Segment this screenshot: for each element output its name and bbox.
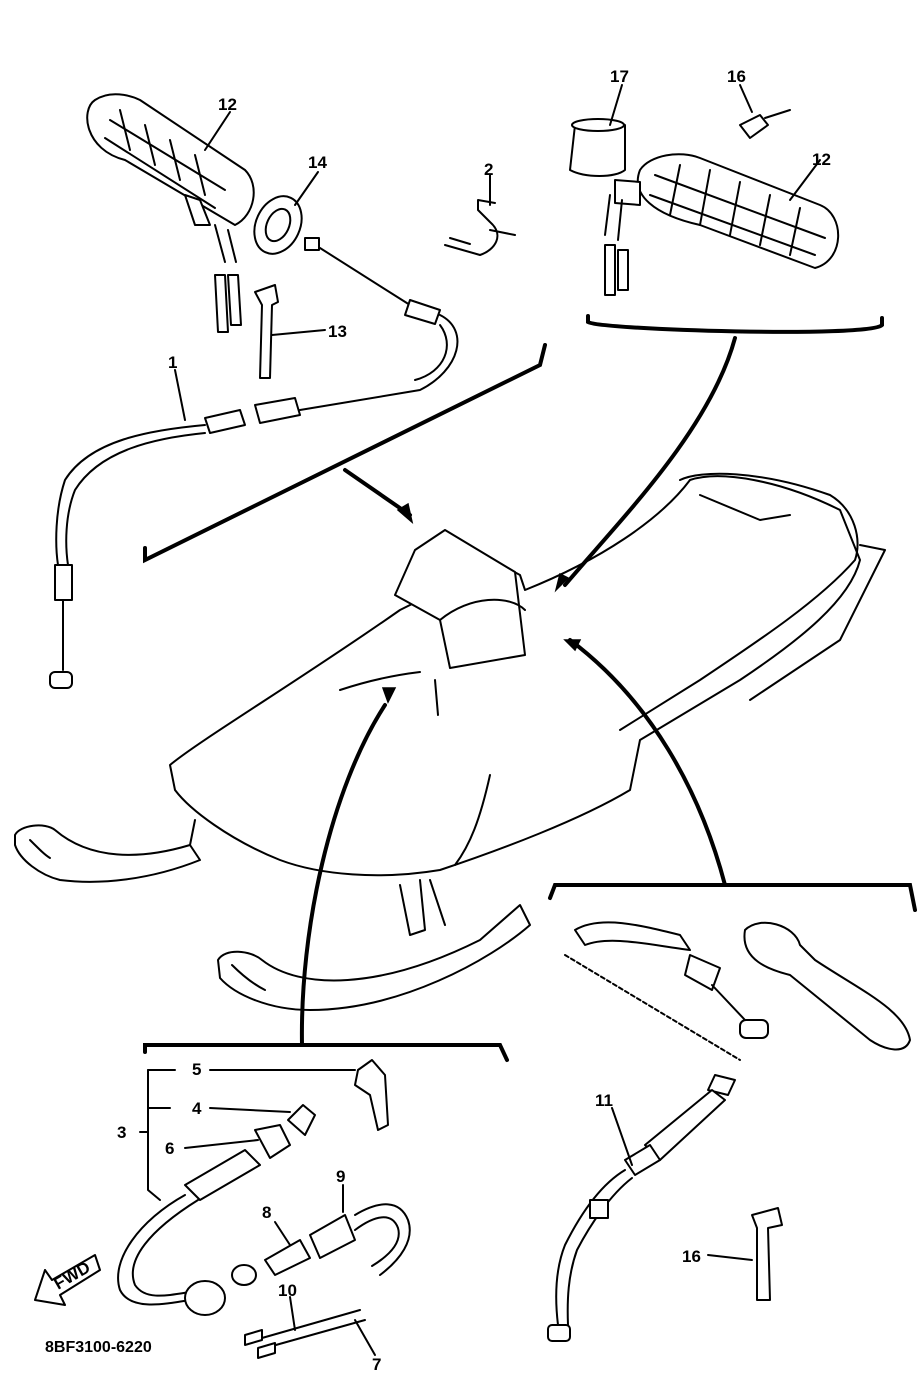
drawing-code: 8BF3100-6220 xyxy=(45,1339,152,1356)
callout-9: 9 xyxy=(336,1167,345,1186)
callout-6: 6 xyxy=(165,1139,174,1158)
callout-5: 5 xyxy=(192,1060,201,1079)
callout-2: 2 xyxy=(484,160,493,179)
callout-12-left: 12 xyxy=(218,95,237,114)
callout-numbers: 12 14 2 13 1 17 16 12 5 4 3 6 9 8 10 7 1… xyxy=(117,67,831,1373)
callout-4: 4 xyxy=(192,1099,202,1118)
callout-14: 14 xyxy=(308,153,327,172)
callout-10: 10 xyxy=(278,1281,297,1300)
clip-part-2 xyxy=(444,199,516,256)
callout-16-top: 16 xyxy=(727,67,746,86)
callout-leaders xyxy=(139,84,821,1356)
callout-16-bottom: 16 xyxy=(682,1247,701,1266)
fwd-arrow-icon: FWD xyxy=(34,1254,101,1306)
throttle-cable-part-1 xyxy=(49,237,459,689)
leader-lines xyxy=(143,314,917,1062)
callout-13: 13 xyxy=(328,322,347,341)
arrowheads xyxy=(381,502,582,704)
callout-17: 17 xyxy=(610,67,629,86)
callout-11: 11 xyxy=(595,1091,613,1110)
cable-tie-part-13 xyxy=(254,284,279,379)
right-grip-assembly xyxy=(569,109,840,296)
callout-7: 7 xyxy=(372,1355,381,1373)
left-grip-part-12 xyxy=(86,93,255,333)
callout-12-right: 12 xyxy=(812,150,831,169)
snowmobile-body xyxy=(14,472,886,1011)
callout-1: 1 xyxy=(168,353,177,372)
ring-part-14 xyxy=(253,195,303,255)
brake-cable-part-11 xyxy=(547,921,911,1342)
callout-8: 8 xyxy=(262,1203,271,1222)
switch-cable-assembly xyxy=(117,1059,411,1359)
callout-3: 3 xyxy=(117,1123,126,1142)
